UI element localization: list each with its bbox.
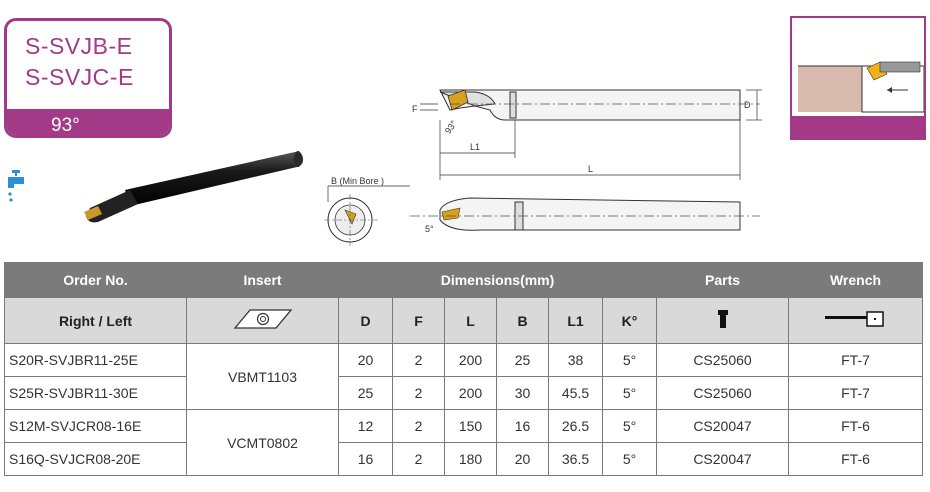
boring-inset [790, 16, 926, 140]
rhombic-insert-icon [233, 309, 292, 329]
dim-label-f: F [412, 104, 418, 114]
insert-cell: VBMT1103 [186, 343, 339, 410]
header-dim-l1: L1 [548, 297, 603, 344]
header-dim-l: L [444, 297, 497, 344]
tool-photo [84, 151, 304, 223]
dim-d-cell: 16 [338, 442, 393, 476]
header-dim-d: D [338, 297, 393, 344]
side-view [439, 197, 741, 231]
dim-label-b: B (Min Bore ) [331, 176, 384, 186]
title-badge: S-SVJB-E S-SVJC-E 93° [4, 18, 172, 138]
order-no-cell: S12M-SVJCR08-16E [4, 409, 187, 443]
header-dim-f: F [392, 297, 445, 344]
screw-icon [717, 310, 728, 328]
order-no-cell: S16Q-SVJCR08-20E [4, 442, 187, 476]
dim-label-l1: L1 [470, 142, 480, 152]
wrench-icon-cell [788, 297, 924, 344]
dim-b-cell: 25 [496, 343, 549, 377]
dim-l1-cell: 38 [548, 343, 603, 377]
header-insert: Insert [186, 262, 339, 298]
parts-cell: CS20047 [656, 442, 790, 476]
dim-d-cell: 25 [338, 376, 393, 410]
dim-label-l: L [588, 164, 593, 174]
dim-b-cell: 30 [496, 376, 549, 410]
dim-k-cell: 5° [601, 343, 658, 377]
parts-cell: CS20047 [656, 409, 790, 443]
dim-f-cell: 2 [392, 409, 445, 443]
order-no-cell: S25R-SVJBR11-30E [4, 376, 187, 410]
wrench-cell: FT-6 [788, 442, 924, 476]
header-dimensions: Dimensions(mm) [337, 262, 658, 298]
table-row: S25R-SVJBR11-30E 25 2 200 30 45.5 5° CS2… [4, 376, 924, 410]
dim-b-cell: 16 [496, 409, 549, 443]
dim-l-cell: 200 [444, 343, 497, 377]
title-line-2: S-SVJC-E [25, 64, 134, 90]
table-row: S16Q-SVJCR08-20E 16 2 180 20 36.5 5° CS2… [4, 442, 924, 476]
parts-cell: CS25060 [656, 343, 790, 377]
dim-l-cell: 150 [444, 409, 497, 443]
dim-b-cell: 20 [496, 442, 549, 476]
end-view: B (Min Bore ) [324, 176, 410, 246]
header-row-groups: Order No. Insert Dimensions(mm) Parts Wr… [4, 262, 924, 298]
parts-cell: CS25060 [656, 376, 790, 410]
title-band [7, 97, 169, 135]
boring-illustration [798, 61, 924, 113]
dim-label-angle: 93° [443, 118, 459, 135]
header-parts: Parts [656, 262, 790, 298]
coolant-tap-icon [8, 170, 24, 202]
table-row: S20R-SVJBR11-25E VBMT1103 20 2 200 25 38… [4, 343, 924, 410]
dim-d-cell: 20 [338, 343, 393, 377]
insert-cell: VCMT0802 [186, 409, 339, 476]
approach-angle: 93° [51, 115, 80, 136]
top-view [439, 89, 741, 121]
table-row: S12M-SVJCR08-16E VCMT0802 12 2 150 16 26… [4, 409, 924, 476]
header-dim-k: K° [601, 297, 658, 344]
dim-f-cell: 2 [392, 343, 445, 377]
dim-k-cell: 5° [601, 409, 658, 443]
dim-f-cell: 2 [392, 442, 445, 476]
dim-l1-cell: 36.5 [548, 442, 603, 476]
wrench-cell: FT-6 [788, 409, 924, 443]
header-wrench: Wrench [788, 262, 924, 298]
title-line-1: S-SVJB-E [25, 33, 133, 59]
dim-d-cell: 12 [338, 409, 393, 443]
wrench-cell: FT-7 [788, 343, 924, 377]
dim-k-cell: 5° [601, 376, 658, 410]
header-dim-b: B [496, 297, 549, 344]
torx-wrench-icon [824, 311, 884, 327]
dim-label-d: D [744, 100, 751, 110]
dim-label-k: 5° [425, 224, 434, 234]
header-row-sub: Right / Left D F L B L1 K° [4, 297, 924, 344]
header-order-no: Order No. [4, 262, 187, 298]
dim-f-cell: 2 [392, 376, 445, 410]
dim-l-cell: 200 [444, 376, 497, 410]
inset-band [792, 116, 924, 138]
wrench-cell: FT-7 [788, 376, 924, 410]
order-no-cell: S20R-SVJBR11-25E [4, 343, 187, 377]
parts-icon-cell [656, 297, 790, 344]
dim-l1-cell: 45.5 [548, 376, 603, 410]
spec-table: Order No. Insert Dimensions(mm) Parts Wr… [4, 262, 924, 476]
dim-k-cell: 5° [601, 442, 658, 476]
header-right-left: Right / Left [4, 297, 187, 344]
dim-l1-cell: 26.5 [548, 409, 603, 443]
insert-cell [186, 297, 339, 344]
dim-l-cell: 180 [444, 442, 497, 476]
technical-drawing: D F 93° L1 L B (Min Bore ) 5° [324, 89, 762, 246]
